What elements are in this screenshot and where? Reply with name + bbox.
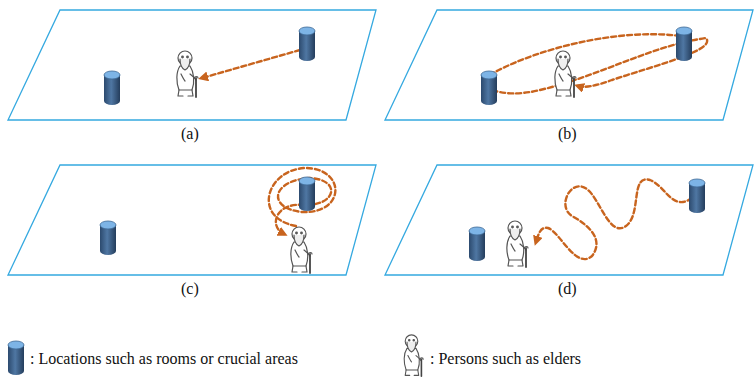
location-cylinders: [100, 27, 705, 261]
elder-figures: [177, 51, 576, 273]
panel-label: (d): [558, 279, 577, 298]
panel-label: (a): [181, 124, 199, 143]
floor-area: [8, 165, 376, 275]
legend-text: : Locations such as rooms or crucial are…: [30, 349, 298, 368]
floor-area: [385, 10, 753, 120]
legend-text: : Persons such as elders: [430, 349, 581, 368]
movement-path: [486, 34, 707, 93]
movement-path: [202, 50, 300, 78]
movement-path: [536, 179, 692, 259]
floor-area: [385, 165, 753, 275]
movement-path: [269, 168, 336, 234]
panel-label: (b): [558, 124, 577, 143]
panel-label: (c): [181, 279, 199, 298]
legend-icons: [8, 335, 423, 376]
floor-area: [8, 10, 376, 120]
